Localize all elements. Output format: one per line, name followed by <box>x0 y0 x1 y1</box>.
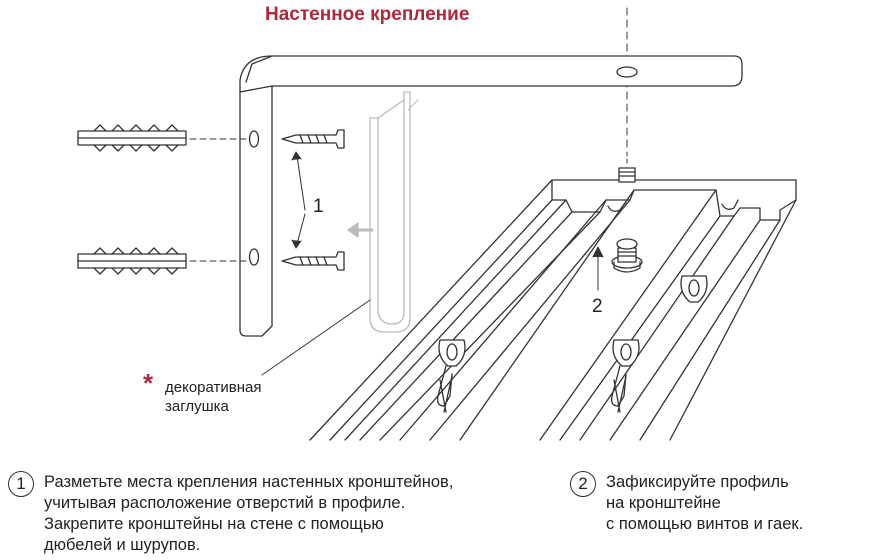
bracket-top-hole <box>616 66 638 78</box>
step-1-line-1: Разметьте места крепления настенных крон… <box>44 473 454 491</box>
screw-upper <box>281 129 345 149</box>
step-2: 2 Зафиксируйте профиль на кронштейне с п… <box>570 471 804 535</box>
step-1: 1 Разметьте места крепления настенных кр… <box>8 471 454 556</box>
callout-label-2: 2 <box>592 296 603 317</box>
screw-lower <box>281 251 345 271</box>
step-2-line-2: на кронштейне <box>606 494 721 512</box>
step-1-line-4: дюбелей и шурупов. <box>44 536 201 554</box>
decorative-cap-note: * декоративная заглушка <box>143 370 262 416</box>
note-line-2: заглушка <box>165 398 229 415</box>
runner-hook-1 <box>436 339 466 413</box>
curtain-rail-profile <box>309 179 797 441</box>
step-1-line-2: учитывая расположение отверстий в профил… <box>44 494 406 512</box>
bolt-nut <box>611 238 643 273</box>
wall-bracket <box>239 55 743 337</box>
callout-2-arrow <box>592 246 604 291</box>
step-1-line-3: Закрепите кронштейны на стене с помощью <box>44 515 384 533</box>
profile-top-screw <box>618 151 636 183</box>
bracket-hole-upper <box>248 130 260 148</box>
note-line-1: декоративная <box>165 379 262 396</box>
dowel-lower <box>77 247 187 275</box>
step-2-line-3: с помощью винтов и гаек. <box>606 515 804 533</box>
step-2-number: 2 <box>570 471 596 497</box>
step-1-number: 1 <box>8 471 34 497</box>
runner-hook-3 <box>680 275 708 303</box>
asterisk-icon: * <box>143 368 154 398</box>
dowel-upper <box>77 124 187 152</box>
step-2-line-1: Зафиксируйте профиль <box>606 473 789 491</box>
callout-label-1: 1 <box>313 196 324 217</box>
callout-1-arrows <box>291 151 306 249</box>
diagram-title: Настенное крепление <box>265 4 470 25</box>
note-leader-line <box>261 299 371 376</box>
runner-hook-2 <box>610 339 640 413</box>
bracket-hole-lower <box>248 248 260 266</box>
decorative-end-cap <box>347 91 419 333</box>
